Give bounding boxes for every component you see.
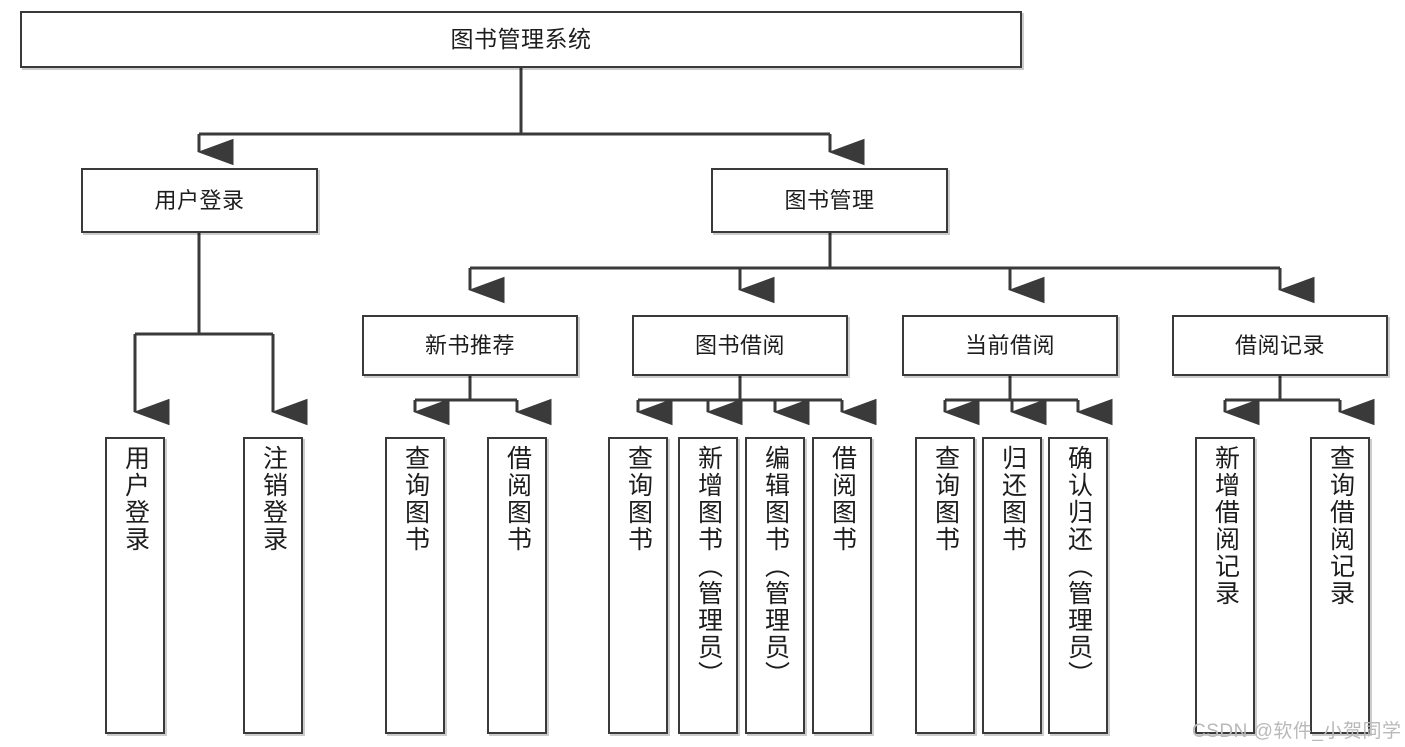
node-leaf-borrow-book-a[interactable]: 借阅图书 [487, 437, 547, 734]
node-leaf-return-book-label: 归还图书 [998, 445, 1027, 553]
node-leaf-add-record[interactable]: 新增借阅记录 [1195, 437, 1255, 734]
node-root-label: 图书管理系统 [450, 25, 592, 52]
node-new-book-recommend[interactable]: 新书推荐 [362, 315, 578, 376]
node-root[interactable]: 图书管理系统 [20, 11, 1022, 68]
node-leaf-query-book-a-label: 查询图书 [401, 445, 430, 553]
node-leaf-add-book[interactable]: 新增图书（管理员） [678, 437, 738, 734]
node-new-book-recommend-label: 新书推荐 [424, 332, 515, 358]
node-leaf-query-book-c[interactable]: 查询图书 [915, 437, 975, 734]
node-leaf-query-record-label: 查询借阅记录 [1326, 445, 1355, 607]
node-leaf-confirm-return[interactable]: 确认归还（管理员） [1048, 437, 1108, 734]
node-leaf-borrow-book-b-label: 借阅图书 [828, 445, 857, 553]
node-leaf-return-book[interactable]: 归还图书 [982, 437, 1042, 734]
node-leaf-logout[interactable]: 注销登录 [243, 437, 303, 734]
node-book-manage-label: 图书管理 [784, 187, 875, 213]
node-borrow-record[interactable]: 借阅记录 [1172, 315, 1388, 376]
node-leaf-borrow-book-b[interactable]: 借阅图书 [812, 437, 872, 734]
node-leaf-query-book-a[interactable]: 查询图书 [385, 437, 445, 734]
node-leaf-query-book-b[interactable]: 查询图书 [608, 437, 668, 734]
node-leaf-user-login[interactable]: 用户登录 [105, 437, 165, 734]
node-user-login-label: 用户登录 [154, 187, 245, 213]
node-leaf-borrow-book-a-label: 借阅图书 [503, 445, 532, 553]
node-leaf-edit-book[interactable]: 编辑图书（管理员） [745, 437, 805, 734]
node-leaf-query-book-b-label: 查询图书 [624, 445, 653, 553]
node-leaf-logout-label: 注销登录 [259, 445, 288, 553]
node-user-login[interactable]: 用户登录 [81, 168, 318, 233]
node-leaf-confirm-return-label: 确认归还（管理员） [1064, 445, 1093, 688]
node-leaf-add-record-label: 新增借阅记录 [1211, 445, 1240, 607]
node-book-manage[interactable]: 图书管理 [711, 168, 948, 233]
node-leaf-edit-book-label: 编辑图书（管理员） [761, 445, 790, 688]
node-current-borrow-label: 当前借阅 [964, 332, 1055, 358]
node-current-borrow[interactable]: 当前借阅 [902, 315, 1118, 376]
watermark: CSDN @软件_小贺同学 [1192, 721, 1402, 742]
node-book-borrow[interactable]: 图书借阅 [632, 315, 848, 376]
node-book-borrow-label: 图书借阅 [694, 332, 785, 358]
node-borrow-record-label: 借阅记录 [1234, 332, 1325, 358]
node-leaf-query-book-c-label: 查询图书 [931, 445, 960, 553]
node-leaf-user-login-label: 用户登录 [121, 445, 150, 553]
node-leaf-query-record[interactable]: 查询借阅记录 [1310, 437, 1370, 734]
node-leaf-add-book-label: 新增图书（管理员） [694, 445, 723, 688]
